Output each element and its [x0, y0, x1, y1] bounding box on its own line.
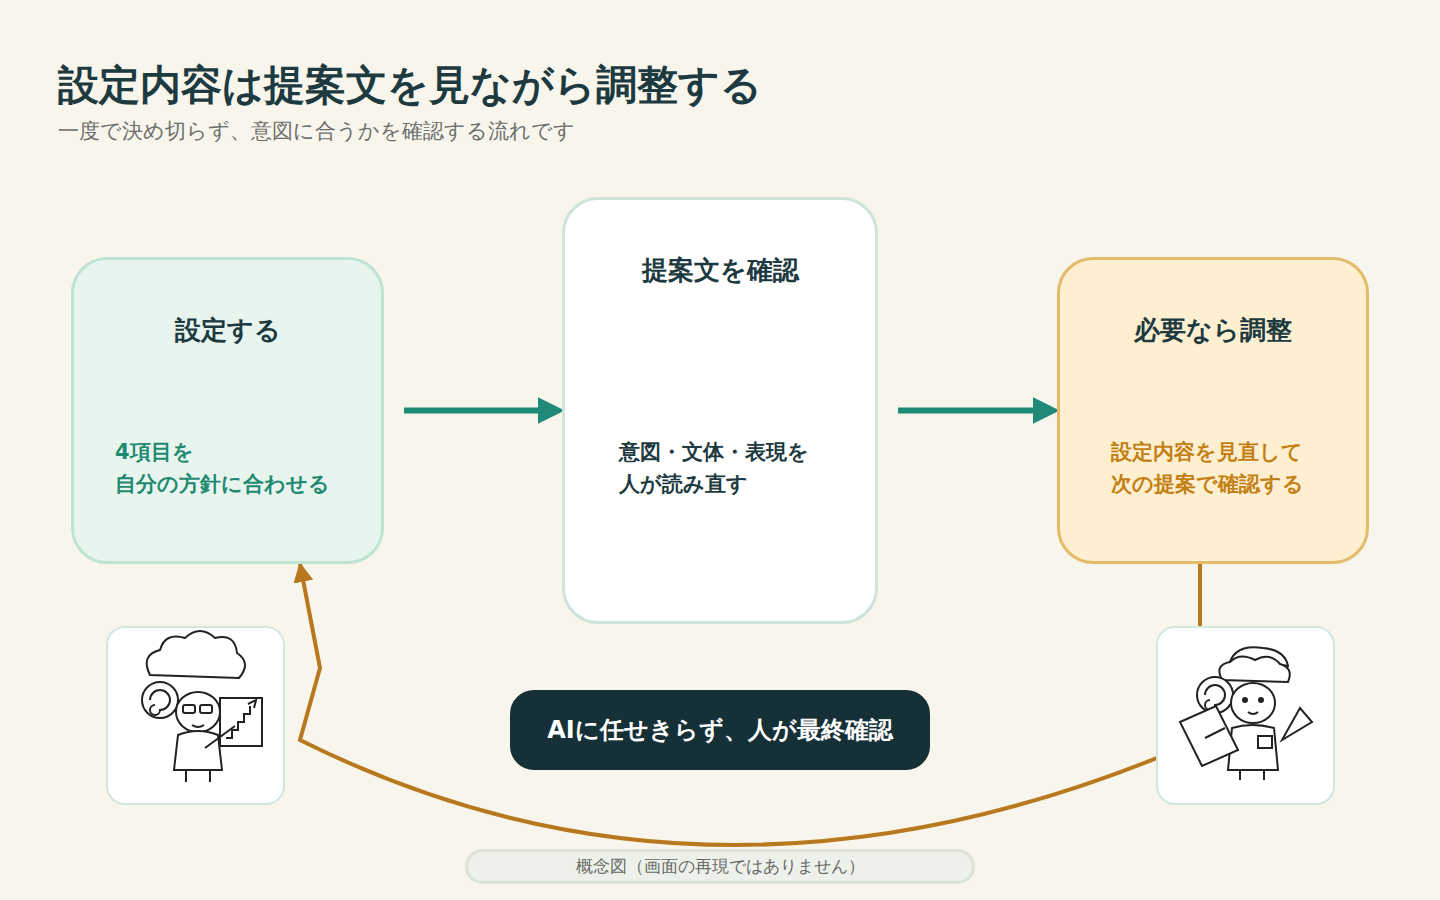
designer-illustration: [1157, 627, 1334, 804]
pill-text: AIに任せきらず、人が最終確認: [547, 714, 893, 746]
pill-text: 概念図（画面の再現ではありません）: [576, 855, 865, 878]
box-body: 4項目を 自分の方針に合わせる: [115, 436, 385, 500]
box-body: 意図・文体・表現を 人が読み直す: [619, 436, 859, 500]
note-pill: 概念図（画面の再現ではありません）: [465, 849, 975, 884]
step-box: 必要なら調整設定内容を見直して 次の提案で確認する: [1057, 257, 1369, 564]
flow-arrow: [878, 408, 1057, 414]
subtitle-note: 一度で決め切らず、意図に合うかを確認する流れです: [58, 117, 575, 145]
step-box: 設定する 4項目を 自分の方針に合わせる: [71, 257, 384, 564]
principle-pill: AIに任せきらず、人が最終確認: [510, 690, 930, 770]
box-heading: 設定する: [74, 313, 381, 348]
box-heading: 提案文を確認: [565, 253, 875, 288]
teacher-illustration: [107, 627, 284, 804]
diagram-title: 設定内容は提案文を見ながら調整する: [58, 58, 762, 113]
flow-arrow: [384, 408, 562, 414]
step-box: 提案文を確認意図・文体・表現を 人が読み直す: [562, 197, 878, 624]
box-body: 設定内容を見直して 次の提案で確認する: [1111, 436, 1351, 500]
box-heading: 必要なら調整: [1060, 313, 1366, 348]
